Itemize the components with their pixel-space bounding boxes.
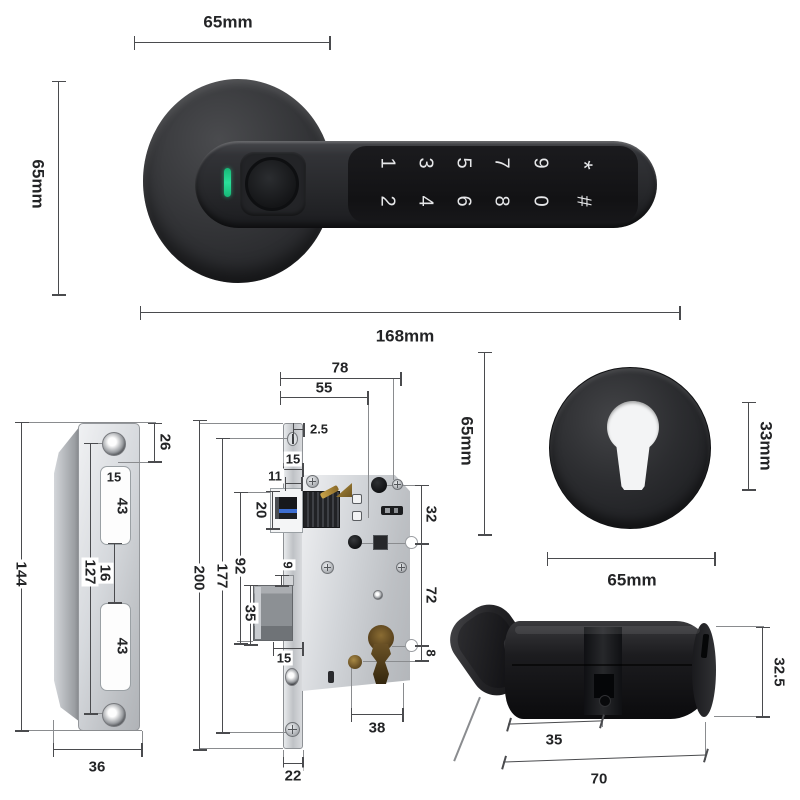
case-dot <box>371 477 387 493</box>
dim-label: 78 <box>329 359 351 377</box>
dim-line <box>272 642 304 656</box>
dim-label: 65mm <box>201 12 255 32</box>
case-screw <box>396 562 407 573</box>
dim-line <box>275 574 289 587</box>
dim-label: 168mm <box>373 326 437 346</box>
dim-label: 35 <box>241 602 259 624</box>
screw-hole <box>102 703 126 727</box>
dim-line <box>350 708 404 722</box>
dim-label: 20 <box>252 499 270 521</box>
case-slot <box>381 506 403 515</box>
dim-line <box>742 401 756 491</box>
keypad-key[interactable]: 0 <box>529 195 552 207</box>
dim-line <box>279 372 402 386</box>
dim-line <box>508 720 602 725</box>
dim-label: 26 <box>156 431 174 453</box>
dim-line <box>282 463 304 477</box>
keypad-key[interactable]: 7 <box>490 157 513 169</box>
dim-label: 72 <box>422 584 440 606</box>
dim-label: 144 <box>12 559 30 589</box>
faceplate-oval-hole <box>285 668 299 686</box>
dim-line <box>292 423 305 437</box>
dim-line <box>284 477 303 491</box>
dim-label: 65mm <box>605 570 659 590</box>
latch-bolt <box>275 497 297 519</box>
dim-line <box>546 552 716 566</box>
keypad-key-star[interactable]: * <box>570 160 597 170</box>
dim-label: 92 <box>231 555 249 577</box>
dim-label: 70 <box>588 770 610 788</box>
case-bottom-slot <box>328 671 334 683</box>
screw-hole <box>102 432 126 456</box>
cylinder-fixing-screw <box>348 655 362 669</box>
dim-label: 43 <box>113 637 131 655</box>
dim-label: 55 <box>313 379 335 397</box>
dim-line <box>503 754 706 763</box>
dim-label: 200 <box>190 563 208 593</box>
dim-label: 35 <box>543 731 565 749</box>
dim-line <box>282 757 304 771</box>
dim-label: 15 <box>106 469 122 485</box>
escutcheon-keyhole-slot <box>616 443 650 490</box>
keypad-key[interactable]: 9 <box>529 157 552 169</box>
dim-line <box>279 391 369 405</box>
keyhole-tail <box>371 644 391 684</box>
dim-label: 65mm <box>28 157 48 211</box>
dim-line <box>478 351 492 536</box>
dim-label: 33mm <box>756 419 776 473</box>
dim-label: 65mm <box>457 414 477 468</box>
faceplate-screw <box>285 722 300 737</box>
dim-label: 32 <box>422 503 440 525</box>
dim-line-handle-width <box>133 36 331 50</box>
case-hole <box>373 590 383 600</box>
keypad-key[interactable]: 2 <box>376 195 399 207</box>
keypad-key[interactable]: 8 <box>490 195 513 207</box>
dim-line <box>148 422 162 463</box>
dim-label: 9 <box>280 559 296 571</box>
case-screw <box>306 475 319 488</box>
keypad-panel <box>348 146 638 223</box>
keypad-key[interactable]: 5 <box>452 157 475 169</box>
dim-label: 2.5 <box>307 421 331 437</box>
dim-label: 43 <box>113 497 131 515</box>
dim-label: 22 <box>282 767 304 785</box>
dim-label: 32.5 <box>770 655 788 689</box>
spindle-square-hole <box>373 535 388 550</box>
dim-label: 177 <box>213 561 231 591</box>
keypad-key-hash[interactable]: # <box>572 195 595 207</box>
cam-notch <box>594 674 614 698</box>
keypad-key[interactable]: 6 <box>452 195 475 207</box>
dim-label: 15 <box>283 451 303 467</box>
case-screw <box>321 561 334 574</box>
dim-line <box>52 743 143 757</box>
pivot-dot <box>348 535 362 549</box>
strike-slot <box>100 603 131 691</box>
case-clip <box>352 511 362 521</box>
dim-line <box>415 645 429 662</box>
strike-plate-flange <box>54 426 80 722</box>
case-screw <box>392 479 403 490</box>
dim-line-handle-length <box>139 306 681 320</box>
dim-line-handle-height <box>52 80 66 296</box>
keypad-key[interactable]: 3 <box>414 157 437 169</box>
strike-slot <box>100 466 131 545</box>
dim-label: 8 <box>423 647 439 659</box>
case-clip <box>352 494 362 504</box>
led-indicator <box>224 168 231 197</box>
fingerprint-sensor-icon <box>245 157 299 211</box>
dim-label: 36 <box>86 758 108 776</box>
dim-line <box>108 542 122 604</box>
keypad-key[interactable]: 1 <box>376 157 399 169</box>
dim-label: 16 <box>96 562 114 584</box>
keypad-key[interactable]: 4 <box>414 195 437 207</box>
case-notch <box>405 536 418 549</box>
dim-label: 11 <box>266 468 284 484</box>
dim-label: 15 <box>274 650 294 666</box>
dim-line <box>756 626 770 718</box>
dim-line <box>266 490 280 530</box>
cylinder-screw-hole <box>599 695 611 707</box>
dim-label: 38 <box>366 719 388 737</box>
